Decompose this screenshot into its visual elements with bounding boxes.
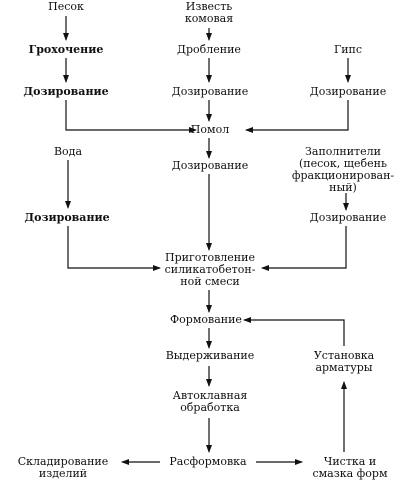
node-dozirovanie-zap: Дозирование [309, 211, 387, 224]
arrow-ustanovka-formovanie [243, 317, 345, 346]
node-formovanie: Формование [170, 313, 242, 326]
node-dozirovanie-3: Дозирование [309, 85, 387, 98]
node-dozirovanie-2: Дозирование [171, 85, 249, 98]
node-vyderzhivanie: Выдерживание [165, 349, 255, 362]
node-zapolniteli: Заполнители (песок, щебень фракционирова… [291, 145, 395, 194]
node-prigotovlenie: Приготовление силикатобетон- ной смеси [164, 251, 256, 288]
arrow-doz1-pomol [65, 100, 197, 133]
arrow-doz3-pomol [245, 100, 349, 133]
node-gips: Гипс [333, 43, 363, 56]
node-ustanovka: Установка арматуры [313, 349, 375, 374]
node-skladirovanie: Складирование изделий [17, 455, 109, 480]
arrow-dozzap-prigotovlenie [261, 226, 347, 271]
node-grohochenie: Грохочение [28, 43, 104, 56]
node-dozirovanie-pomol: Дозирование [171, 159, 249, 172]
node-rasformovka: Расформовка [169, 455, 247, 468]
node-dozirovanie-voda: Дозирование [24, 211, 110, 224]
node-izvest: Известь комовая [184, 0, 234, 25]
node-pesok: Песок [48, 0, 84, 13]
node-chistka: Чистка и смазка форм [312, 455, 388, 480]
arrow-dozvoda-prigotovlenie [67, 226, 161, 271]
node-droblenie: Дробление [177, 43, 241, 56]
node-voda: Вода [53, 145, 83, 158]
node-dozirovanie-1: Дозирование [23, 85, 109, 98]
node-pomol: Помол [190, 123, 230, 136]
node-avtoklav: Автоклавная обработка [172, 389, 248, 414]
